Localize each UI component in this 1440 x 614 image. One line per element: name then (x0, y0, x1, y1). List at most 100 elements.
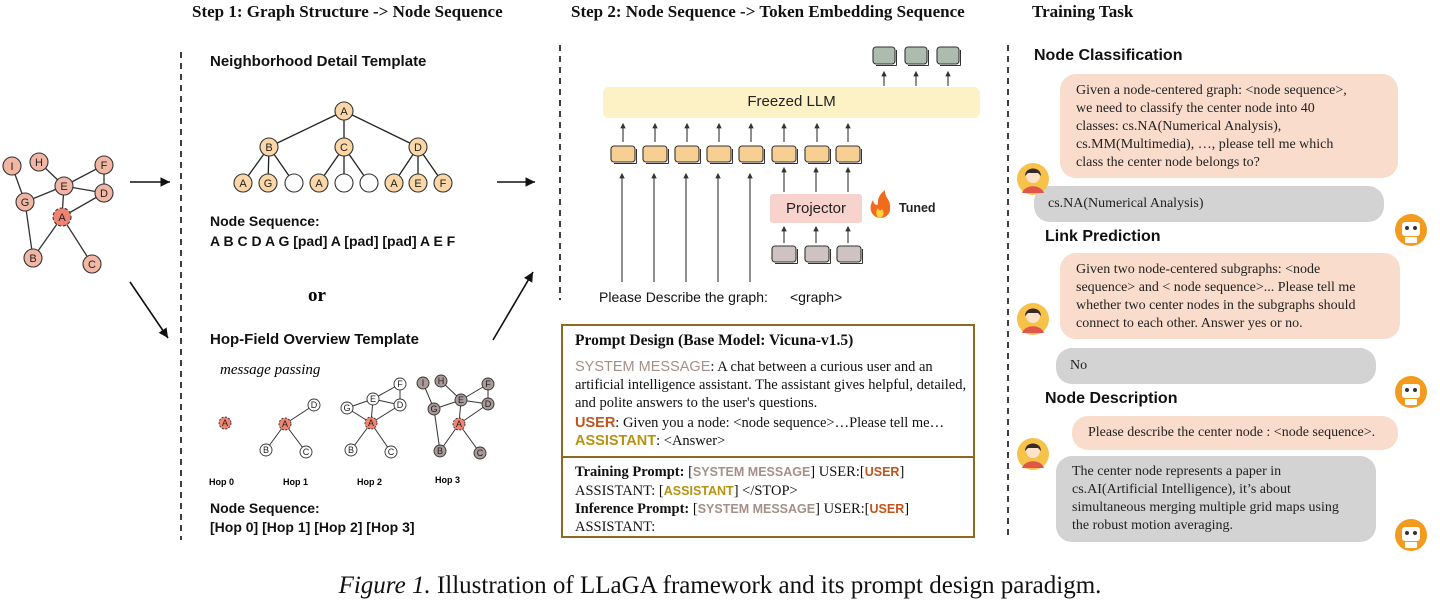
svg-text:A: A (340, 106, 348, 118)
prompt-title: Prompt Design (Base Model: Vicuna-v1.5) (575, 332, 854, 349)
input-text: Please Describe the graph: (599, 289, 768, 305)
br-open-5: [ (864, 501, 870, 517)
tree-node-B: B (259, 137, 279, 157)
system-message-tag: SYSTEM MESSAGE (575, 359, 711, 375)
input-graph-token: <graph> (790, 289, 843, 305)
lp-q-line: sequence> and < node sequence>... Please… (1076, 280, 1356, 295)
graph-node-I: I (2, 156, 22, 176)
embedding-token (642, 145, 668, 163)
embedding-token (706, 145, 732, 163)
svg-text:F: F (101, 160, 108, 172)
neighborhood-title: Neighborhood Detail Template (210, 53, 427, 70)
robot-avatar-icon (1395, 519, 1427, 551)
assistant-tag: ASSISTANT (575, 433, 657, 449)
svg-text:A: A (368, 418, 374, 428)
nd-a-line: The center node represents a paper in (1072, 464, 1282, 479)
or-label: or (308, 285, 326, 306)
caption-label: Figure 1. (338, 572, 431, 599)
embedding-token (610, 145, 636, 163)
hop-label-2: Hop 2 (357, 477, 383, 487)
inference-user-colon: USER: (819, 501, 865, 517)
freezed-llm-box (603, 87, 980, 118)
svg-text:D: D (485, 399, 492, 409)
hop-label-1: Hop 1 (283, 477, 309, 487)
br-close-3: ] (733, 483, 739, 499)
tree-node-pad (359, 173, 379, 193)
graph-node-G: G (15, 192, 35, 212)
tree-node-A: A (309, 173, 329, 193)
lp-q-line: connect to each other. Answer yes or no. (1076, 316, 1303, 331)
user-avatar-icon (1017, 303, 1049, 335)
lp-q-line: Given two node-centered subgraphs: <node (1076, 262, 1321, 277)
graph-token (836, 245, 862, 263)
prompt-system-line2: artificial intelligence assistant. The a… (575, 377, 967, 393)
svg-text:A: A (456, 419, 462, 429)
svg-text:E: E (60, 181, 67, 193)
svg-text:G: G (21, 197, 30, 209)
embedding-token (835, 145, 861, 163)
step2-heading: Step 2: Node Sequence -> Token Embedding… (571, 2, 965, 21)
training-assistant-tag: ASSISTANT (663, 484, 734, 498)
tree-node-pad (334, 173, 354, 193)
user-text: : Given you a node: <node sequence>…Plea… (615, 415, 945, 431)
graph-node-B: B (23, 248, 43, 268)
tree-node-C: C (334, 137, 354, 157)
caption-text: Illustration of LLaGA framework and its … (430, 572, 1102, 599)
output-token (904, 46, 928, 65)
svg-text:D: D (100, 188, 108, 200)
tree-node-F: F (433, 173, 453, 193)
br-close-4: ] (815, 501, 820, 517)
graph-node-D: D (94, 183, 114, 203)
graph-node-H: H (29, 152, 49, 172)
inference-assistant-line: ASSISTANT: (575, 519, 656, 535)
svg-text:G: G (343, 403, 350, 413)
br-open-2: [ (859, 464, 865, 480)
training-label: Training Prompt: (575, 464, 685, 480)
system-text-1: : A chat between a curious user and an (710, 359, 933, 375)
svg-text:E: E (458, 395, 464, 405)
embedding-token (738, 145, 764, 163)
lp-q-line: whether two center nodes in the subgraph… (1076, 298, 1356, 313)
projector-box (770, 194, 862, 223)
inference-prompt-line: Inference Prompt: [SYSTEM MESSAGE] USER:… (575, 501, 909, 518)
tree-node-pad (284, 173, 304, 193)
br-open-1: [ (688, 464, 693, 480)
tree-node-A: A (334, 101, 354, 121)
node-classification-title: Node Classification (1034, 47, 1183, 64)
task-heading: Training Task (1032, 2, 1134, 21)
arrow-to-step2-b (492, 271, 534, 341)
svg-text:I: I (422, 378, 425, 388)
nd-a-line: the robust motion averaging. (1072, 518, 1233, 533)
br-open-3: [ (658, 483, 664, 499)
svg-text:B: B (29, 253, 36, 265)
step1-heading: Step 1: Graph Structure -> Node Sequence (192, 2, 503, 21)
embedding-token (771, 145, 797, 163)
svg-text:B: B (348, 445, 354, 455)
svg-text:A: A (222, 418, 228, 428)
svg-text:C: C (388, 447, 395, 457)
svg-text:C: C (88, 259, 96, 271)
prompt-design-box: Prompt Design (Base Model: Vicuna-v1.5) … (561, 324, 975, 538)
nc-q-line: cs.MM(Multimedia), …, please tell me whi… (1076, 137, 1334, 152)
stop-token: </STOP> (738, 483, 798, 499)
neighborhood-seq-value: A B C D A G [pad] A [pad] [pad] A E F (210, 233, 456, 249)
projector-label: Projector (785, 200, 847, 217)
svg-text:A: A (58, 212, 66, 224)
user-tag: USER (575, 415, 616, 431)
svg-text:A: A (315, 178, 323, 190)
hop-label-3: Hop 3 (435, 475, 461, 485)
nc-q-line: Given a node-centered graph: <node seque… (1076, 83, 1347, 98)
tree-node-A: A (233, 173, 253, 193)
svg-text:A: A (282, 419, 288, 429)
svg-text:C: C (477, 448, 484, 458)
robot-avatar-icon (1395, 376, 1427, 408)
br-close-2: ] (899, 464, 905, 480)
svg-text:F: F (485, 379, 491, 389)
message-passing-label: message passing (220, 362, 321, 378)
embedding-token (674, 145, 700, 163)
link-prediction-title: Link Prediction (1045, 228, 1161, 245)
